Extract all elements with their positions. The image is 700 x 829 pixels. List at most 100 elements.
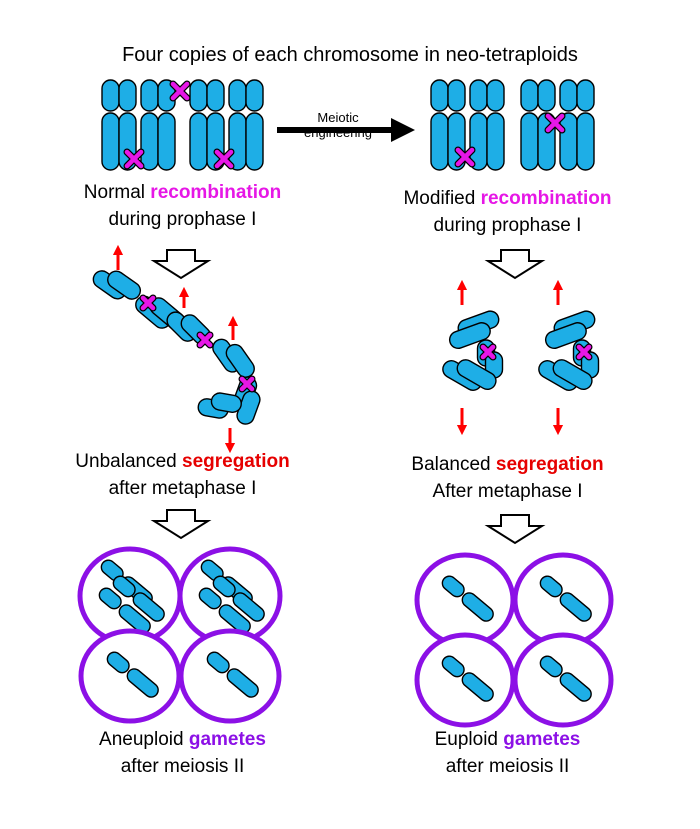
chromatid bbox=[206, 651, 259, 698]
gamete bbox=[178, 628, 282, 724]
label-aneuploid-gametes: Aneuploid gametes after meiosis II bbox=[30, 726, 335, 780]
chromatid-short-arm bbox=[189, 79, 208, 112]
chromatid-long-arm bbox=[232, 592, 265, 622]
chromatid-short-arm bbox=[576, 79, 595, 112]
chromosome bbox=[228, 79, 247, 171]
chromatid-long-arm bbox=[461, 672, 494, 702]
chromatid bbox=[552, 359, 593, 391]
tetraploid-chromosomes-right bbox=[430, 79, 595, 171]
chromatid-long-arm bbox=[157, 112, 176, 171]
down-arrow bbox=[484, 249, 546, 280]
chromosome bbox=[447, 79, 466, 171]
chromatid-long-arm bbox=[245, 112, 264, 171]
engineering-label-line1: Meiotic bbox=[317, 110, 359, 125]
label-text: Euploid bbox=[434, 729, 504, 750]
label-text: Unbalanced bbox=[75, 451, 182, 472]
chromatid-long-arm bbox=[140, 112, 159, 171]
chromosome bbox=[189, 79, 208, 171]
engineering-label: Meiotic engineering bbox=[278, 110, 398, 140]
label-keyword: gametes bbox=[503, 729, 581, 750]
label-keyword: gametes bbox=[188, 729, 266, 750]
chromatid-short-arm bbox=[228, 79, 247, 112]
gamete bbox=[512, 552, 614, 648]
down-arrow bbox=[484, 514, 546, 545]
gamete bbox=[512, 632, 614, 728]
chromatid bbox=[106, 651, 159, 698]
chromatid-short-arm bbox=[101, 79, 120, 112]
label-line2: during prophase I bbox=[433, 215, 582, 236]
crossover-mark bbox=[196, 331, 214, 349]
crossover-mark bbox=[544, 112, 566, 134]
label-keyword: recombination bbox=[480, 188, 612, 209]
chromatid-short-arm bbox=[559, 79, 578, 112]
chromatid bbox=[539, 575, 592, 622]
label-text: Normal bbox=[83, 182, 151, 203]
chromatid bbox=[441, 575, 494, 622]
label-balanced-segregation: Balanced segregation After metaphase I bbox=[355, 451, 660, 505]
bivalent bbox=[442, 279, 504, 436]
chromatid-short-arm bbox=[539, 655, 563, 678]
chromatid-pair bbox=[212, 338, 255, 378]
chromosome bbox=[520, 79, 539, 171]
label-line2: after metaphase I bbox=[108, 478, 257, 499]
label-line2: After metaphase I bbox=[432, 481, 583, 502]
chromosome bbox=[245, 79, 264, 171]
crossover-mark bbox=[479, 343, 497, 361]
label-normal-recombination: Normal recombination during prophase I bbox=[30, 179, 335, 233]
chromatid-long-arm bbox=[559, 672, 592, 702]
label-text: Balanced bbox=[411, 454, 496, 475]
chromatid bbox=[198, 587, 251, 634]
gamete bbox=[78, 628, 182, 724]
chromosome bbox=[559, 79, 578, 171]
chromosome bbox=[140, 79, 159, 171]
chromatid bbox=[539, 655, 592, 702]
chromatid-short-arm bbox=[486, 79, 505, 112]
chromatid-long-arm bbox=[461, 592, 494, 622]
crossover-mark bbox=[213, 148, 235, 170]
chromatid-pair bbox=[448, 310, 500, 350]
figure-title: Four copies of each chromosome in neo-te… bbox=[122, 44, 578, 66]
chromatid bbox=[456, 359, 497, 391]
crossover-mark bbox=[454, 146, 476, 168]
chromatid-short-arm bbox=[441, 655, 465, 678]
chromatid-pair bbox=[538, 359, 593, 391]
chromatid-long-arm bbox=[132, 592, 165, 622]
engineering-label-line2: engineering bbox=[304, 125, 372, 140]
chromosome bbox=[469, 79, 488, 171]
crossover-mark bbox=[169, 80, 191, 102]
chromatid-long-arm bbox=[559, 592, 592, 622]
chromatid bbox=[107, 270, 142, 300]
bivalent-pairs bbox=[442, 279, 600, 436]
gamete bbox=[414, 552, 516, 648]
chromatid-short-arm bbox=[206, 79, 225, 112]
label-keyword: segregation bbox=[182, 451, 290, 472]
down-arrow bbox=[150, 509, 212, 540]
tetraploid-chromosomes-left bbox=[101, 79, 264, 171]
crossover-mark bbox=[575, 343, 593, 361]
chromatid-long-arm bbox=[576, 112, 595, 171]
chromatid-long-arm bbox=[486, 112, 505, 171]
gamete-cells bbox=[77, 546, 614, 728]
chromatid-long-arm bbox=[118, 604, 151, 634]
label-line2: during prophase I bbox=[108, 209, 257, 230]
label-euploid-gametes: Euploid gametes after meiosis II bbox=[355, 726, 660, 780]
chromatid-long-arm bbox=[218, 604, 251, 634]
gamete bbox=[77, 546, 183, 646]
chromosome bbox=[430, 79, 449, 171]
multivalent-chain bbox=[92, 244, 261, 454]
chromatid bbox=[448, 322, 491, 350]
label-text: Modified bbox=[403, 188, 481, 209]
chromatid bbox=[98, 587, 151, 634]
label-unbalanced-segregation: Unbalanced segregation after metaphase I bbox=[30, 448, 335, 502]
chromosome bbox=[157, 79, 176, 171]
chromatid-short-arm bbox=[537, 79, 556, 112]
chromatid-long-arm bbox=[520, 112, 539, 171]
label-line2: after meiosis II bbox=[120, 756, 245, 777]
chromatid-short-arm bbox=[198, 587, 222, 610]
chromatid-short-arm bbox=[106, 651, 130, 674]
chromatid bbox=[210, 392, 242, 413]
crossover-mark bbox=[139, 294, 157, 312]
chromatid bbox=[544, 322, 587, 350]
